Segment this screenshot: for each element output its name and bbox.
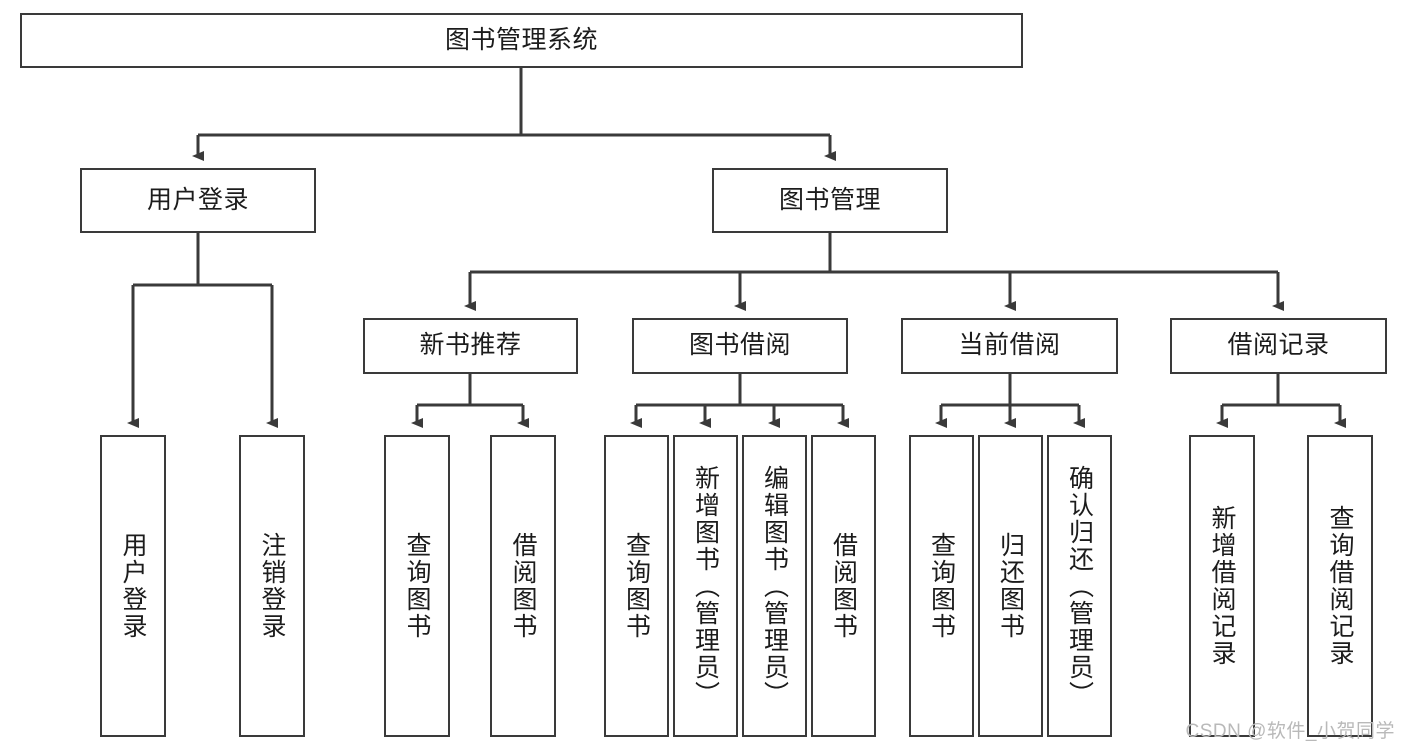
leaf-record-query-record[interactable]: 查询借阅记录 [1307,435,1373,737]
node-current-borrow[interactable]: 当前借阅 [901,318,1118,374]
leaf-label: 新增图书（管理员） [691,464,720,708]
node-book-borrow[interactable]: 图书借阅 [632,318,848,374]
leaf-user-login-signin[interactable]: 用户登录 [100,435,166,737]
node-book-management[interactable]: 图书管理 [712,168,948,233]
node-user-login[interactable]: 用户登录 [80,168,316,233]
leaf-label: 查询图书 [622,532,651,640]
node-label: 图书管理系统 [444,25,598,54]
node-label: 图书借阅 [688,331,791,360]
leaf-label: 新增借阅记录 [1208,505,1236,667]
node-root-system[interactable]: 图书管理系统 [20,13,1023,68]
watermark-text: CSDN @软件_小贺同学 [1185,721,1395,742]
leaf-label: 查询借阅记录 [1326,505,1354,667]
leaf-label: 查询图书 [927,532,956,640]
leaf-borrow-query-book[interactable]: 查询图书 [604,435,669,737]
leaf-borrow-edit-book[interactable]: 编辑图书（管理员） [742,435,807,737]
leaf-current-confirm-return[interactable]: 确认归还（管理员） [1047,435,1112,737]
node-label: 借阅记录 [1227,331,1330,360]
leaf-borrow-add-book[interactable]: 新增图书（管理员） [673,435,738,737]
leaf-label: 用户登录 [119,532,147,640]
leaf-label: 借阅图书 [829,532,858,640]
node-label: 图书管理 [778,185,881,214]
leaf-recommend-query-book[interactable]: 查询图书 [384,435,450,737]
node-borrow-record[interactable]: 借阅记录 [1170,318,1387,374]
leaf-label: 注销登录 [258,532,286,640]
leaf-label: 确认归还（管理员） [1065,464,1094,708]
node-label: 当前借阅 [958,331,1061,360]
leaf-label: 归还图书 [996,532,1025,640]
leaf-user-login-signout[interactable]: 注销登录 [239,435,305,737]
leaf-label: 借阅图书 [509,532,537,640]
leaf-current-query-book[interactable]: 查询图书 [909,435,974,737]
leaf-borrow-borrow-book[interactable]: 借阅图书 [811,435,876,737]
leaf-record-add-record[interactable]: 新增借阅记录 [1189,435,1255,737]
leaf-label: 查询图书 [403,532,431,640]
node-label: 用户登录 [146,185,249,214]
node-label: 新书推荐 [419,331,522,360]
leaf-recommend-borrow-book[interactable]: 借阅图书 [490,435,556,737]
leaf-label: 编辑图书（管理员） [760,464,789,708]
node-new-book-recommend[interactable]: 新书推荐 [363,318,578,374]
leaf-current-return-book[interactable]: 归还图书 [978,435,1043,737]
